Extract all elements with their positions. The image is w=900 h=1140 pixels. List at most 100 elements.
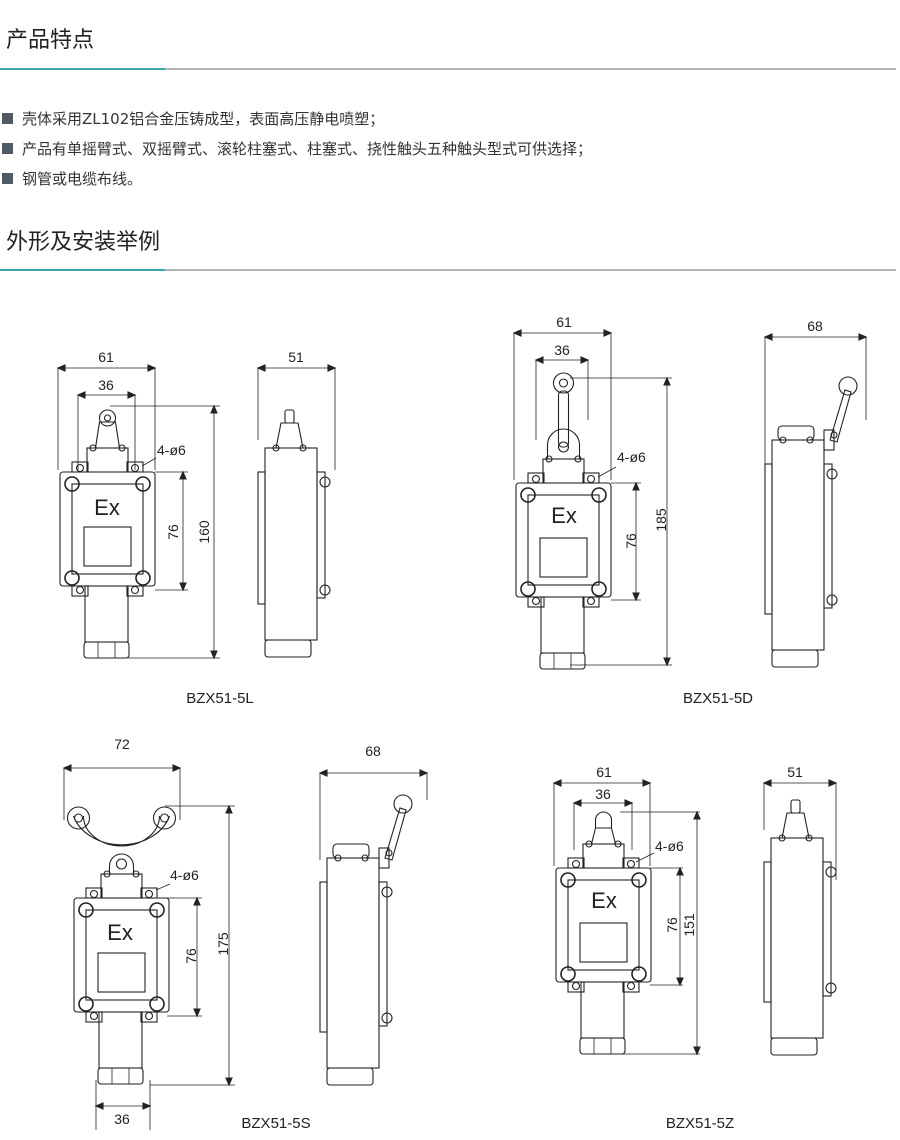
bolt-icon: [319, 476, 331, 488]
fork-arm: [72, 815, 171, 847]
hole-icon: [89, 1011, 99, 1021]
bolt-icon: [381, 1012, 393, 1024]
actuator: [546, 428, 581, 459]
mount-lug: [527, 596, 545, 608]
dim-hole-pitch: 36: [98, 377, 114, 393]
bolt-icon: [149, 902, 165, 918]
lever-arm: [384, 807, 407, 861]
ex-mark: Ex: [591, 888, 617, 913]
section-divider: [0, 269, 896, 271]
section-title-features: 产品特点: [6, 28, 95, 53]
gland-nut: [83, 641, 130, 659]
roller-pin: [159, 813, 170, 823]
lever-arm: [557, 390, 570, 448]
mount-lug: [582, 596, 600, 608]
model-label: BZX51-5L: [186, 690, 254, 707]
screw-icon: [272, 444, 280, 452]
feature-text: 壳体采用ZL102铝合金压铸成型，表面高压静电喷塑；: [22, 110, 385, 128]
cover-flange: [823, 463, 833, 609]
bolt-icon: [560, 872, 576, 888]
arrow-icon: [225, 804, 233, 1087]
model-label: BZX51-5D: [683, 690, 753, 707]
mount-flange: [763, 861, 772, 1003]
hole-icon: [75, 585, 85, 595]
mount-lug: [85, 1011, 103, 1023]
bolt-icon: [64, 476, 80, 492]
ex-mark: Ex: [551, 503, 577, 528]
ex-mark: Ex: [94, 495, 120, 520]
dim-depth: 68: [807, 318, 823, 334]
leader-line: [635, 852, 655, 863]
bullet-square-icon: [2, 113, 13, 124]
plunger: [284, 409, 295, 424]
hole-icon: [75, 463, 85, 473]
cover-plate: [85, 909, 158, 1001]
bolt-icon: [135, 570, 151, 586]
arrow-icon: [256, 364, 337, 372]
leader-line: [155, 883, 171, 891]
pivot-icon: [830, 431, 838, 439]
leader-line: [141, 457, 157, 467]
bolt-icon: [826, 594, 838, 606]
enclosure-body: [59, 471, 156, 587]
mount-lug: [622, 857, 640, 869]
mount-lug: [582, 472, 600, 484]
actuator: [590, 827, 617, 845]
gland-nut: [97, 1067, 144, 1085]
arrow-icon: [62, 764, 182, 772]
gland-nut: [326, 1067, 374, 1086]
bolt-icon: [826, 468, 838, 480]
leader-line: [597, 466, 617, 478]
enclosure-body: [73, 897, 170, 1013]
dim-holes: 4-ø6: [655, 838, 684, 854]
gland-nut: [539, 652, 586, 670]
mount-flange: [319, 881, 328, 1033]
arrow-icon: [763, 333, 868, 341]
dim-bottom-width: 36: [114, 1111, 130, 1127]
side-body: [771, 439, 825, 651]
mount-lug: [567, 981, 585, 993]
mount-lug: [71, 461, 89, 473]
mount-lug: [140, 1011, 158, 1023]
feature-text: 产品有单摇臂式、双摇臂式、滚轮柱塞式、柱塞式、挠性触头五种触头型式可供选择；: [22, 140, 593, 158]
shaft: [823, 429, 835, 451]
arrow-icon: [663, 376, 671, 667]
roller-icon: [393, 794, 413, 814]
roller-icon: [152, 806, 177, 830]
dim-hole-pitch: 36: [595, 786, 611, 802]
actuator-head: [332, 843, 370, 859]
bolt-icon: [381, 886, 393, 898]
arrow-icon: [676, 866, 684, 987]
side-body: [770, 837, 824, 1039]
mount-flange: [257, 471, 266, 605]
neck: [542, 458, 585, 484]
window: [83, 526, 132, 567]
actuator: [94, 421, 121, 449]
arrow-icon: [632, 481, 640, 602]
cover-plate: [527, 494, 600, 586]
arrow-icon: [552, 779, 652, 787]
arrow-icon: [94, 1102, 152, 1110]
arrow-icon: [512, 329, 613, 337]
bullet-square-icon: [2, 143, 13, 154]
dim-hole-height: 76: [183, 948, 199, 964]
arrow-icon: [693, 810, 701, 1056]
hole-icon: [626, 981, 636, 991]
mount-lug: [622, 981, 640, 993]
gland-nut: [770, 1037, 818, 1056]
cover-plate: [71, 483, 144, 575]
section-title-dimensions: 外形及安装举例: [6, 230, 161, 255]
roller-icon: [98, 409, 117, 427]
dim-hole-pitch: 36: [554, 342, 570, 358]
window: [539, 537, 588, 578]
model-label: BZX51-5S: [241, 1115, 310, 1132]
bolt-icon: [825, 982, 837, 994]
conduit-stem: [84, 585, 129, 643]
arrow-icon: [56, 364, 157, 372]
hole-icon: [89, 889, 99, 899]
screw-icon: [299, 444, 307, 452]
dim-width: 61: [596, 764, 612, 780]
gland-nut: [579, 1037, 626, 1055]
bolt-icon: [591, 487, 607, 503]
